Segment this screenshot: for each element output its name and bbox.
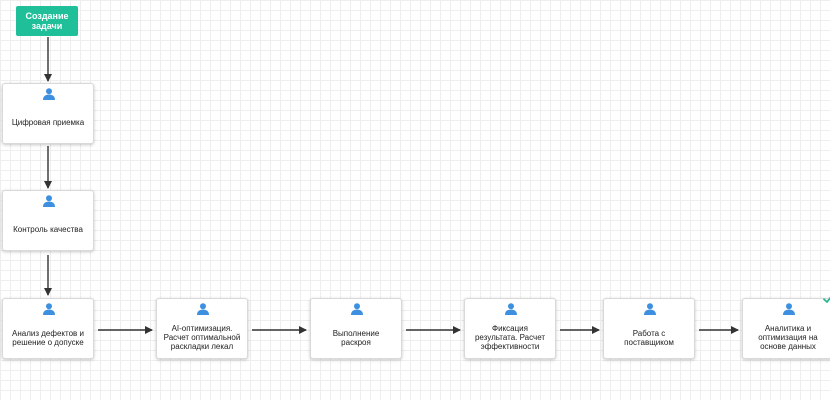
node-digital-acceptance[interactable]: Цифровая приемка	[2, 83, 94, 144]
user-icon	[351, 303, 363, 315]
node-result-fixation[interactable]: Фиксация результата. Расчет эффективност…	[464, 298, 556, 359]
user-icon	[43, 195, 55, 207]
user-icon	[43, 88, 55, 100]
node-label: Фиксация результата. Расчет эффективност…	[474, 324, 546, 351]
check-icon	[823, 296, 830, 303]
start-node[interactable]: Создание задачи	[16, 6, 78, 36]
node-cutting[interactable]: Выполнение раскроя	[310, 298, 402, 359]
node-supplier-work[interactable]: Работа с поставщиком	[603, 298, 695, 359]
user-icon	[197, 303, 209, 315]
node-label: Анализ дефектов и решение о допуске	[12, 328, 84, 347]
node-quality-control[interactable]: Контроль качества	[2, 190, 94, 251]
node-defect-analysis[interactable]: Анализ дефектов и решение о допуске	[2, 298, 94, 359]
user-icon	[43, 303, 55, 315]
node-label: Контроль качества	[13, 225, 83, 234]
user-icon	[505, 303, 517, 315]
node-ai-optimization[interactable]: AI-оптимизация. Расчет оптимальной раскл…	[156, 298, 248, 359]
node-label: Работа с поставщиком	[624, 328, 674, 347]
node-analytics[interactable]: Аналитика и оптимизация на основе данных	[742, 296, 830, 359]
user-icon	[783, 303, 795, 315]
user-icon	[644, 303, 656, 315]
node-label: Аналитика и оптимизация на основе данных	[758, 324, 818, 351]
node-label: Цифровая приемка	[11, 118, 85, 127]
node-label: Выполнение раскроя	[332, 328, 380, 347]
node-label: AI-оптимизация. Расчет оптимальной раскл…	[163, 324, 241, 351]
